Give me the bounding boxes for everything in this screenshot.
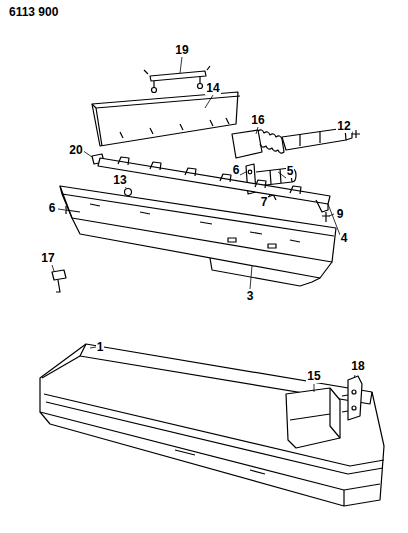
callout-number: 6 [232,164,241,177]
fastener-17 [52,270,66,292]
callout-number: 20 [68,144,83,157]
callout-number: 4 [340,232,349,245]
callout-number: 19 [174,44,189,57]
callout-number: 16 [250,114,265,127]
callout-number: 1 [96,341,105,354]
bolt-12 [352,130,360,138]
callout-number: 18 [350,360,365,373]
callout-number: 15 [306,370,321,383]
callout-number: 5 [286,165,295,178]
callout-number: 14 [205,82,220,95]
nut-13 [125,189,132,196]
bracket-18 [342,376,362,420]
callout-number: 17 [40,252,55,265]
bumper-cover-1 [40,344,384,506]
end-cap-15 [286,388,340,448]
plate-14 [92,92,240,146]
callout-number: 7 [260,196,269,209]
callout-number: 12 [336,120,351,133]
bolt-6 [66,206,80,214]
callout-number: 13 [112,174,127,187]
energy-absorber-16 [232,128,352,158]
bumper-bar-3 [60,186,336,286]
callout-number: 3 [246,290,255,303]
bolt-9 [322,212,330,222]
callout-number: 6 [48,202,57,215]
bracket-19 [144,66,210,93]
leader-lines [52,57,355,392]
figure-number: 6113 900 [8,6,59,19]
callout-number: 9 [336,208,345,221]
